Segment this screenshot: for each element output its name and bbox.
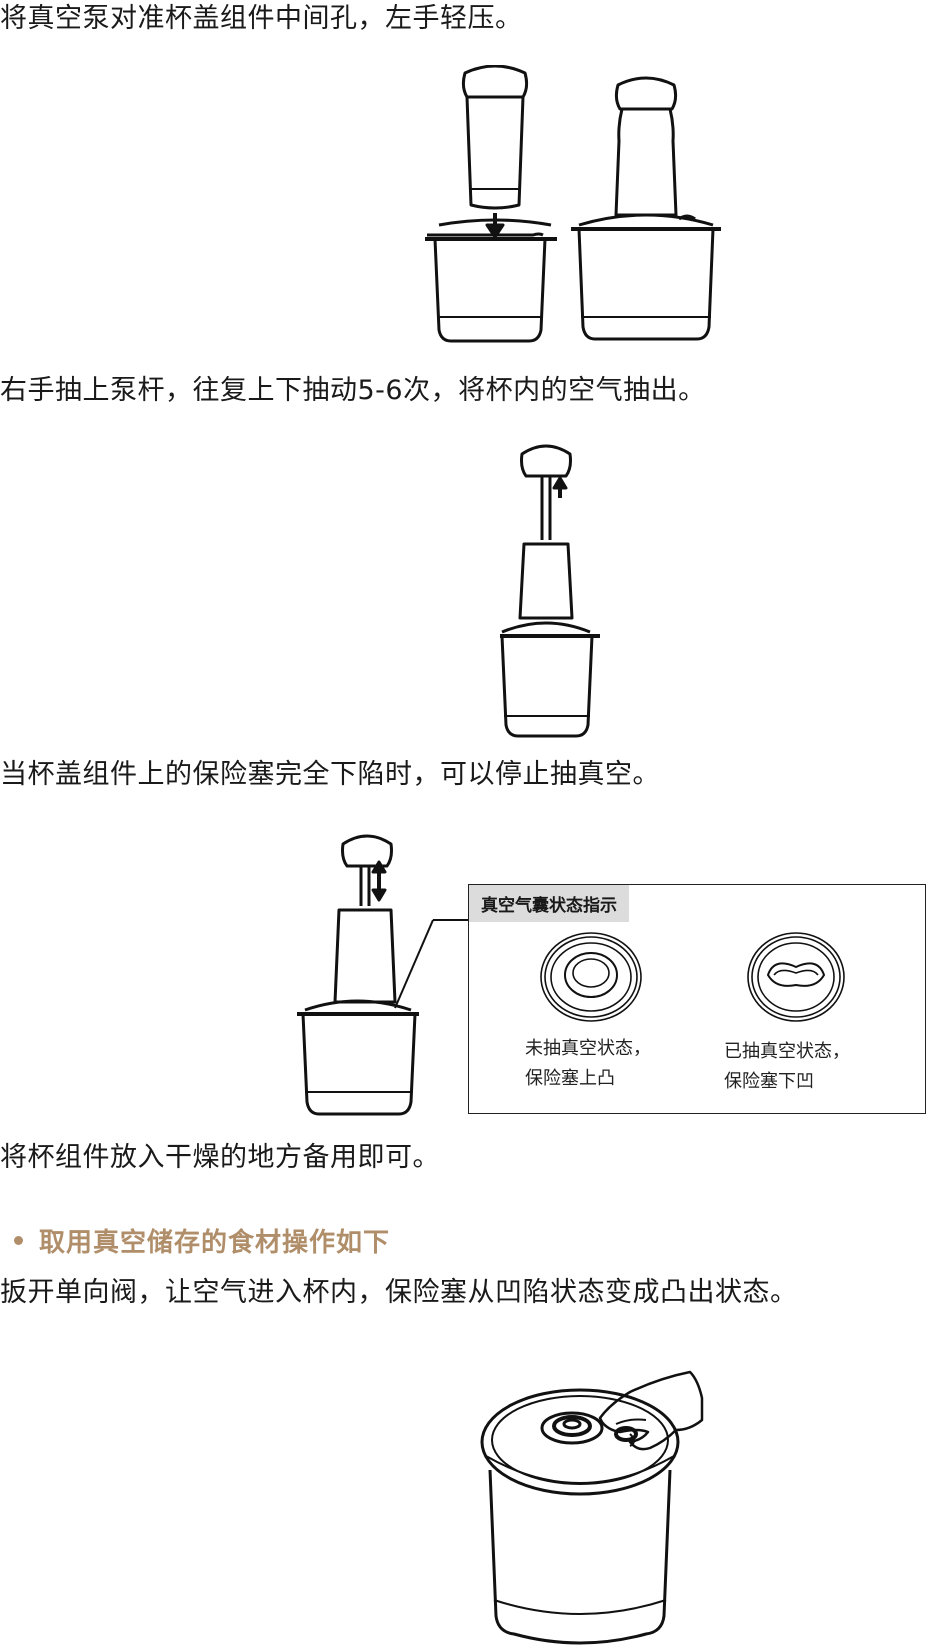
section-heading-text: 取用真空储存的食材操作如下 bbox=[39, 1228, 391, 1258]
step1-text: 将真空泵对准杯盖组件中间孔，左手轻压。 bbox=[0, 3, 523, 34]
indicator-left-caption-line2: 保险塞上凸 bbox=[525, 1068, 615, 1089]
step5-text: 扳开单向阀，让空气进入杯内，保险塞从凹陷状态变成凸出状态。 bbox=[0, 1277, 798, 1308]
step3-text: 当杯盖组件上的保险塞完全下陷时，可以停止抽真空。 bbox=[0, 759, 660, 790]
step2-text: 右手抽上泵杆，往复上下抽动5-6次，将杯内的空气抽出。 bbox=[0, 375, 706, 406]
vacuum-complete-illustration bbox=[297, 834, 470, 1116]
indicator-right-caption-line2: 保险塞下凹 bbox=[724, 1071, 814, 1092]
pump-alignment-illustration bbox=[425, 65, 721, 343]
indicator-right-caption-line1: 已抽真空状态， bbox=[724, 1041, 850, 1062]
indicator-title: 真空气囊状态指示 bbox=[469, 885, 629, 922]
pumping-illustration bbox=[500, 444, 600, 738]
plug-sunken-icon bbox=[747, 932, 845, 1022]
plug-raised-icon bbox=[540, 932, 642, 1022]
indicator-left-caption-line1: 未抽真空状态， bbox=[525, 1038, 651, 1059]
open-valve-illustration bbox=[480, 1370, 704, 1645]
bullet-dot-icon bbox=[14, 1236, 23, 1245]
section-heading: 取用真空储存的食材操作如下 bbox=[14, 1222, 390, 1259]
vacuum-indicator-panel: 真空气囊状态指示 未抽真空状态， 保险塞上凸 已抽真空状态， 保险塞下凹 bbox=[468, 884, 926, 1114]
step4-text: 将杯组件放入干燥的地方备用即可。 bbox=[0, 1142, 440, 1173]
